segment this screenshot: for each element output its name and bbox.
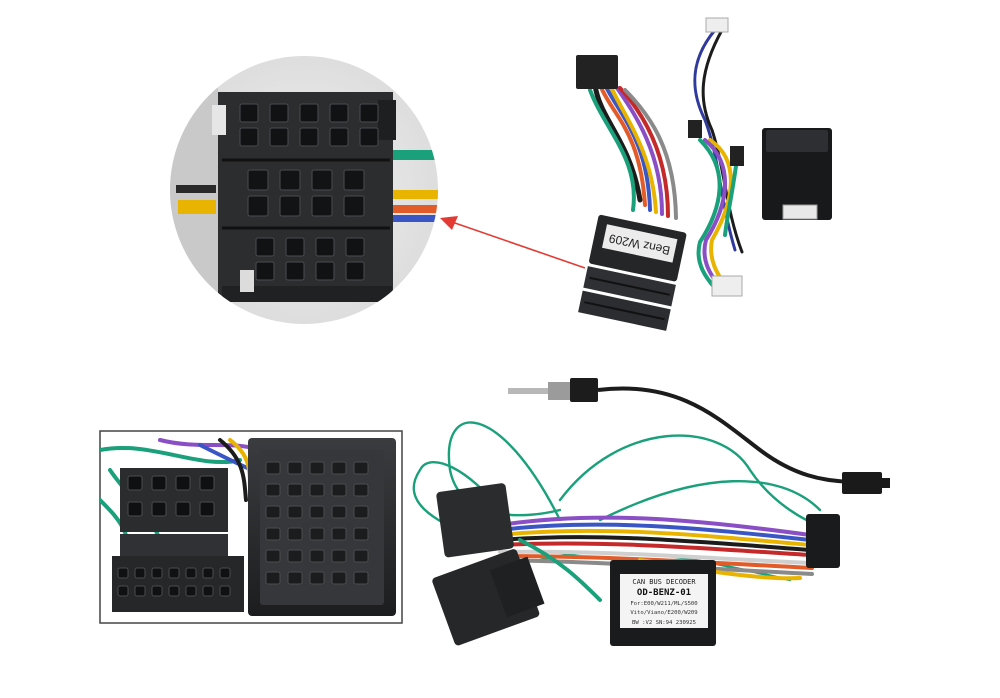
connector-pin (269, 103, 289, 123)
connector-pin (309, 461, 325, 475)
connector-pin (309, 483, 325, 497)
decoder-label-line5: BW :V2 SN:94 230925 (632, 620, 696, 626)
connector-pin (315, 237, 335, 257)
connector-pin (343, 169, 365, 191)
connector-pin (359, 103, 379, 123)
connector-pin (117, 567, 129, 579)
connector-pin (185, 585, 197, 597)
connector-pin (345, 261, 365, 281)
connector-pin (331, 461, 347, 475)
connector-pin (299, 103, 319, 123)
connector-pin (239, 103, 259, 123)
connector-pin (265, 461, 281, 475)
connector-pin (255, 261, 275, 281)
connector-pin (127, 475, 143, 491)
connector-pin (279, 169, 301, 191)
connector-pin (287, 571, 303, 585)
connector-pin (287, 527, 303, 541)
connector-pin (151, 585, 163, 597)
connector-pin (265, 549, 281, 563)
connector-pin (175, 501, 191, 517)
connector-pin (309, 571, 325, 585)
connector-pin (202, 585, 214, 597)
connector-pin (285, 237, 305, 257)
connector-pin (311, 169, 333, 191)
zoom-inset-box (99, 430, 403, 624)
connector-pin (287, 505, 303, 519)
decoder-label-line3: For:E00/W211/ML/S500 (630, 601, 697, 607)
connector-pin (247, 169, 269, 191)
connector-pin (247, 195, 269, 217)
connector-pin (185, 567, 197, 579)
zoom-inset-circle (170, 56, 438, 324)
connector-pin (353, 527, 369, 541)
connector-pin (199, 475, 215, 491)
connector-pin (151, 475, 167, 491)
connector-pin (329, 103, 349, 123)
harness-top: Benz W209 (576, 17, 744, 331)
connector-pin (265, 505, 281, 519)
connector-pin (269, 127, 289, 147)
connector-pin (168, 585, 180, 597)
connector-pin (219, 585, 231, 597)
connector-pin (331, 571, 347, 585)
connector-pin (151, 501, 167, 517)
connector-pin (287, 483, 303, 497)
connector-pin (353, 571, 369, 585)
connector-pin (239, 127, 259, 147)
connector-pin (345, 237, 365, 257)
connector-pin (134, 567, 146, 579)
connector-pin (311, 195, 333, 217)
connector-pin (151, 567, 163, 579)
connector-pin (285, 261, 305, 281)
connector-pin (299, 127, 319, 147)
can-bus-decoder: CAN BUS DECODER OD-BENZ-01 For:E00/W211/… (610, 560, 716, 646)
connector-pin (279, 195, 301, 217)
connector-pin (219, 567, 231, 579)
connector-pin (202, 567, 214, 579)
connector-pin (359, 127, 379, 147)
connector-pin (127, 501, 143, 517)
connector-pin (287, 461, 303, 475)
decoder-label-line4: Vito/Viano/E200/W209 (630, 610, 697, 616)
connector-pin (168, 567, 180, 579)
connector-pin (353, 483, 369, 497)
pointer-arrow (440, 216, 586, 269)
connector-pin (331, 549, 347, 563)
connector-pin (353, 461, 369, 475)
connector-pin (331, 527, 347, 541)
connector-pin (343, 195, 365, 217)
connector-pin (309, 505, 325, 519)
connector-pin (265, 527, 281, 541)
connector-pin (331, 505, 347, 519)
connector-pin (315, 261, 335, 281)
decoder-box-top (762, 128, 832, 220)
connector-pin (117, 585, 129, 597)
connector-pin (175, 475, 191, 491)
connector-pin (265, 571, 281, 585)
connector-pin (353, 549, 369, 563)
decoder-label-line2: OD-BENZ-01 (637, 588, 691, 598)
connector-pin (255, 237, 275, 257)
decoder-label-line1: CAN BUS DECODER (632, 578, 696, 586)
connector-pin (309, 549, 325, 563)
connector-pin (329, 127, 349, 147)
harness-bottom (412, 378, 890, 646)
connector-pin (331, 483, 347, 497)
connector-pin (265, 483, 281, 497)
connector-pin (287, 549, 303, 563)
connector-pin (134, 585, 146, 597)
connector-pin (199, 501, 215, 517)
connector-pin (309, 527, 325, 541)
connector-pin (353, 505, 369, 519)
